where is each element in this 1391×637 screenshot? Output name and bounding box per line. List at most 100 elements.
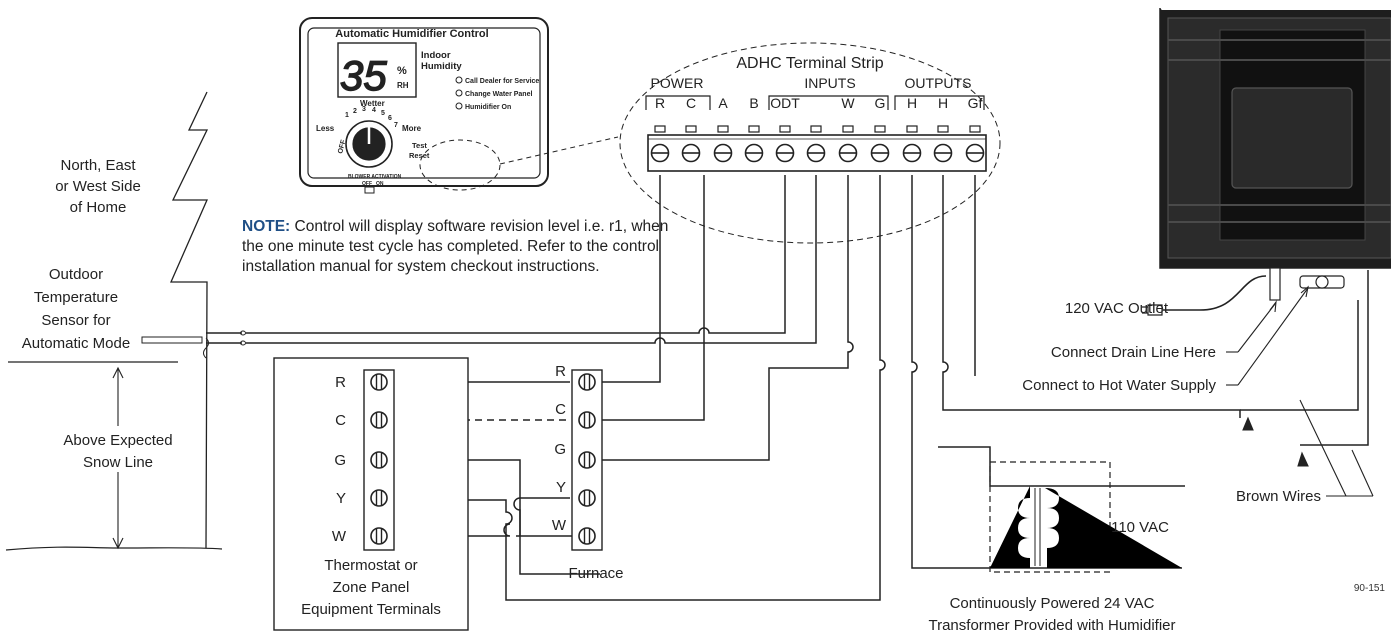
terminal-screw[interactable] (578, 411, 596, 429)
terminal-screw[interactable] (775, 143, 795, 163)
indoor-label: Indoor (421, 50, 451, 61)
sensor-label-line1: Outdoor (49, 266, 103, 283)
terminal-screw[interactable] (965, 143, 985, 163)
voltage-110-label: 110 VAC (1111, 519, 1169, 536)
note-body: Control will display software revision l… (242, 218, 669, 275)
thermostat-zone-panel: R C G Y W Thermostat or Zone Panel Equipment… (273, 357, 469, 631)
snow-line-label-line2: Snow Line (83, 454, 153, 471)
blower-on-label: ON (376, 181, 384, 187)
dial-number-1: 1 (345, 112, 349, 119)
terminal-label: Gf (968, 95, 983, 111)
dial-number-7: 7 (394, 122, 398, 129)
terminal-tab (717, 125, 729, 133)
humidifier-control-panel: Automatic Humidifier Control 35 % RH Ind… (299, 17, 619, 194)
thermostat-terminal-label: G (334, 452, 346, 469)
indicator-water-panel: Change Water Panel (465, 91, 532, 98)
terminal-tab (842, 125, 854, 133)
terminal-tab (685, 125, 697, 133)
blower-activation-label: BLOWER ACTIVATION (348, 174, 402, 180)
thermostat-label-line1: Thermostat or (324, 557, 417, 574)
terminal-screw[interactable] (578, 373, 596, 391)
terminal-tab (937, 125, 949, 133)
transformer-label-line2: Transformer Provided with Humidifier (928, 617, 1175, 634)
terminal-screw[interactable] (650, 143, 670, 163)
indicator-humidifier-on: Humidifier On (465, 104, 511, 111)
terminal-label: H (938, 95, 948, 111)
terminal-screw[interactable] (370, 489, 388, 507)
terminal-tab (779, 125, 791, 133)
terminal-label: ODT (770, 95, 800, 111)
terminal-screw[interactable] (578, 489, 596, 507)
terminal-screw[interactable] (806, 143, 826, 163)
humidity-label: Humidity (421, 61, 462, 72)
thermostat-label-line3: Equipment Terminals (301, 601, 441, 618)
control-title: Automatic Humidifier Control (335, 28, 488, 40)
temperature-sensor-probe (141, 336, 203, 344)
thermostat-terminal-label: W (332, 528, 347, 545)
thermostat-terminal-label: C (335, 412, 346, 429)
group-inputs-label: INPUTS (804, 75, 855, 91)
drain-label: Connect Drain Line Here (1051, 344, 1216, 361)
furnace-label: Furnace (568, 565, 623, 582)
terminal-screw[interactable] (370, 411, 388, 429)
thermostat-terminal-label: Y (336, 490, 346, 507)
terminal-screw[interactable] (744, 143, 764, 163)
terminal-tab (748, 125, 760, 133)
humidity-rh: RH (397, 81, 409, 90)
terminal-screw[interactable] (933, 143, 953, 163)
humidity-display (337, 42, 417, 98)
terminal-screw[interactable] (370, 527, 388, 545)
group-outputs-label: OUTPUTS (905, 75, 972, 91)
terminal-label: R (655, 95, 665, 111)
transformer-label-line1: Continuously Powered 24 VAC (950, 595, 1155, 612)
sensor-label-line2: Temperature (34, 289, 118, 306)
terminal-screw[interactable] (578, 527, 596, 545)
dial-number-4: 4 (372, 107, 376, 114)
terminal-screw[interactable] (713, 143, 733, 163)
service-led-icon (455, 76, 463, 84)
test-label: Test (412, 141, 427, 150)
terminal-screw[interactable] (838, 143, 858, 163)
humidity-reading: 35 (340, 52, 387, 99)
blower-switch[interactable] (364, 186, 375, 194)
humidifier-on-led-icon (455, 102, 463, 110)
outlet-label: 120 VAC Outlet (1065, 300, 1169, 317)
terminal-screw[interactable] (681, 143, 701, 163)
terminal-label: G (875, 95, 886, 111)
furnace-terminal-label: Y (556, 479, 566, 496)
note-text-block: NOTE: Control will display software revi… (242, 217, 682, 277)
terminal-label: A (718, 95, 728, 111)
part-number: 90-151 (1353, 583, 1385, 594)
furnace-terminal-label: W (552, 517, 567, 534)
thermostat-label-line2: Zone Panel (333, 579, 410, 596)
terminal-screw[interactable] (870, 143, 890, 163)
terminal-screw[interactable] (578, 451, 596, 469)
house-side-line2: or West Side (55, 178, 141, 195)
house-side-line3: of Home (70, 199, 127, 216)
indicator-service: Call Dealer for Service (465, 78, 539, 85)
blower-off-label: OFF (362, 181, 372, 187)
sensor-label-line4: Automatic Mode (22, 335, 130, 352)
terminal-callout-ellipse (419, 139, 501, 191)
terminal-screw[interactable] (370, 451, 388, 469)
humidifier-unit (1142, 8, 1391, 316)
terminal-label: C (686, 95, 696, 111)
brown-wires-label: Brown Wires (1236, 488, 1321, 505)
terminal-screw[interactable] (370, 373, 388, 391)
dial-number-5: 5 (381, 110, 385, 117)
dial-number-6: 6 (388, 115, 392, 122)
terminal-strip-title: ADHC Terminal Strip (736, 55, 883, 72)
group-power-label: POWER (651, 75, 704, 91)
terminal-screw[interactable] (902, 143, 922, 163)
terminal-label: W (841, 95, 855, 111)
hot-water-label: Connect to Hot Water Supply (1022, 377, 1216, 394)
dial-off: OFF (337, 138, 348, 154)
furnace-terminal-label: G (554, 441, 566, 458)
reset-label: Reset (409, 151, 430, 160)
furnace-terminal-label: C (555, 401, 566, 418)
water-panel-led-icon (455, 89, 463, 97)
terminal-tab (654, 125, 666, 133)
thermostat-terminal-label: R (335, 374, 346, 391)
